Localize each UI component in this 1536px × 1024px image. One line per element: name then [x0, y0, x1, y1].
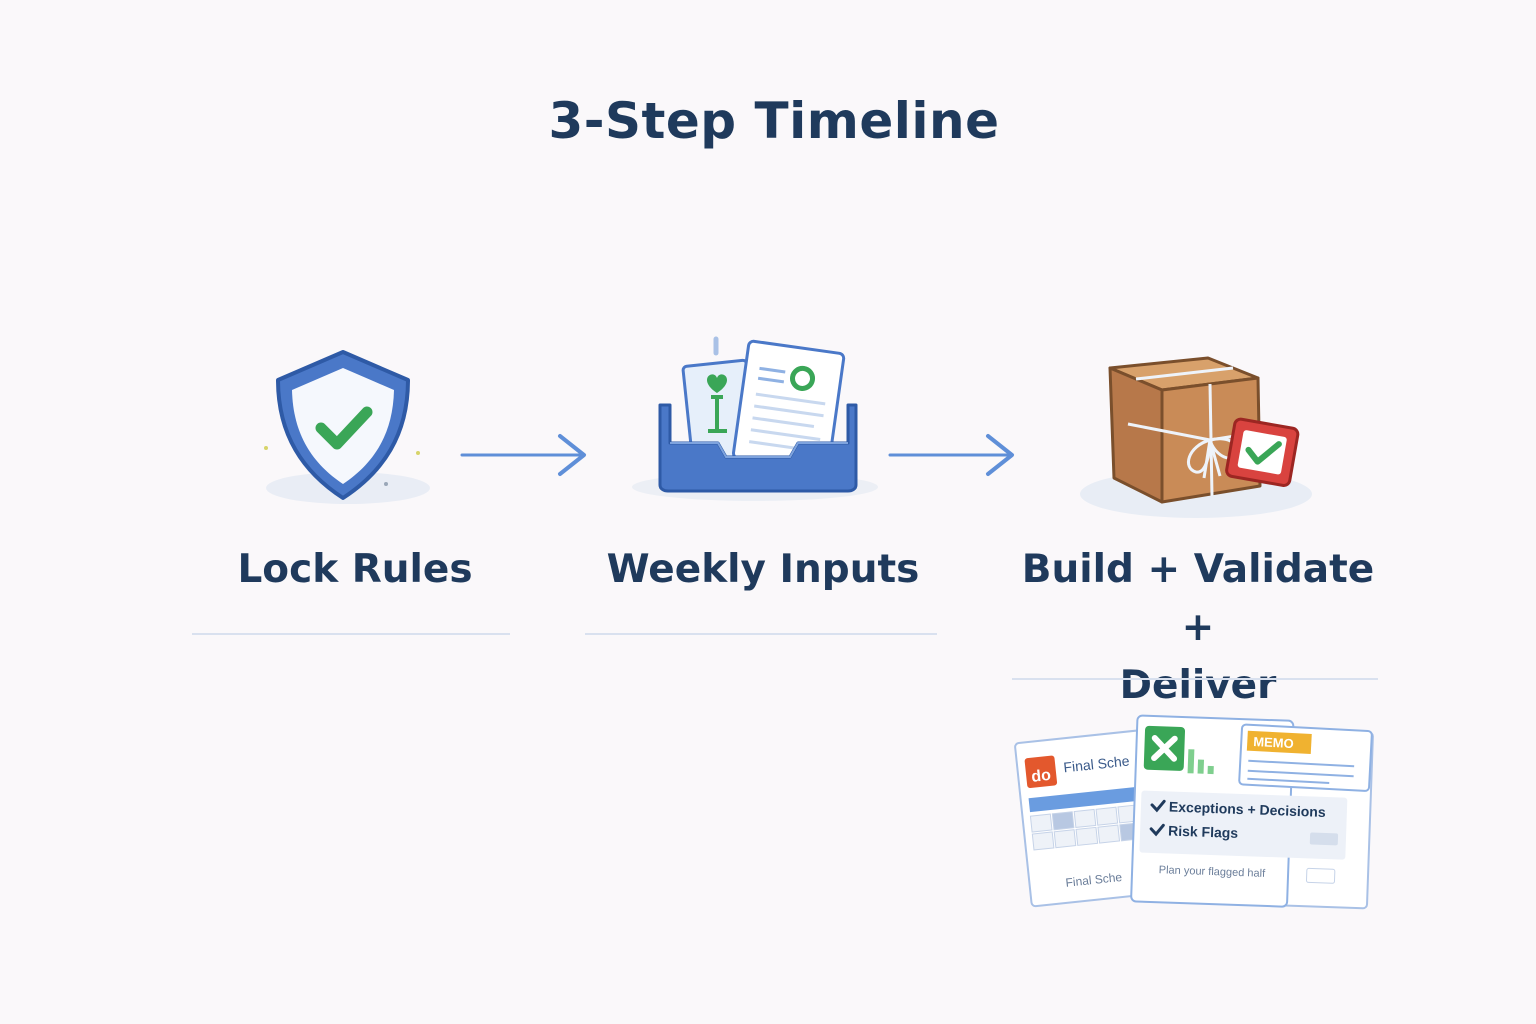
inbox-tray-icon: [630, 335, 885, 505]
divider: [1012, 678, 1378, 680]
checklist-item: Exceptions + Decisions: [1169, 799, 1326, 820]
footnote: Plan your flagged half: [1159, 864, 1267, 880]
shield-check-icon: [258, 340, 438, 515]
schedule-title: Final Sche: [1063, 753, 1131, 776]
arrow-right-icon: [888, 430, 1018, 480]
divider: [192, 633, 510, 635]
page-title: 3-Step Timeline: [548, 92, 1000, 150]
arrow-right-icon: [460, 430, 590, 480]
svg-text:do: do: [1030, 767, 1051, 786]
checklist-item: Risk Flags: [1168, 822, 1239, 840]
schedule-footer: Final Sche: [1065, 870, 1123, 890]
step-label-lock-rules: Lock Rules: [237, 547, 473, 592]
memo-badge: MEMO: [1253, 734, 1294, 751]
deliverables-illustration: do Final Sche Final Sche MEMO: [1010, 708, 1380, 922]
package-icon: [1078, 350, 1318, 522]
step-label-weekly-inputs: Weekly Inputs: [606, 547, 920, 592]
divider: [585, 633, 937, 635]
step-label-build-validate-deliver: Build + Validate + Deliver: [1021, 547, 1375, 708]
